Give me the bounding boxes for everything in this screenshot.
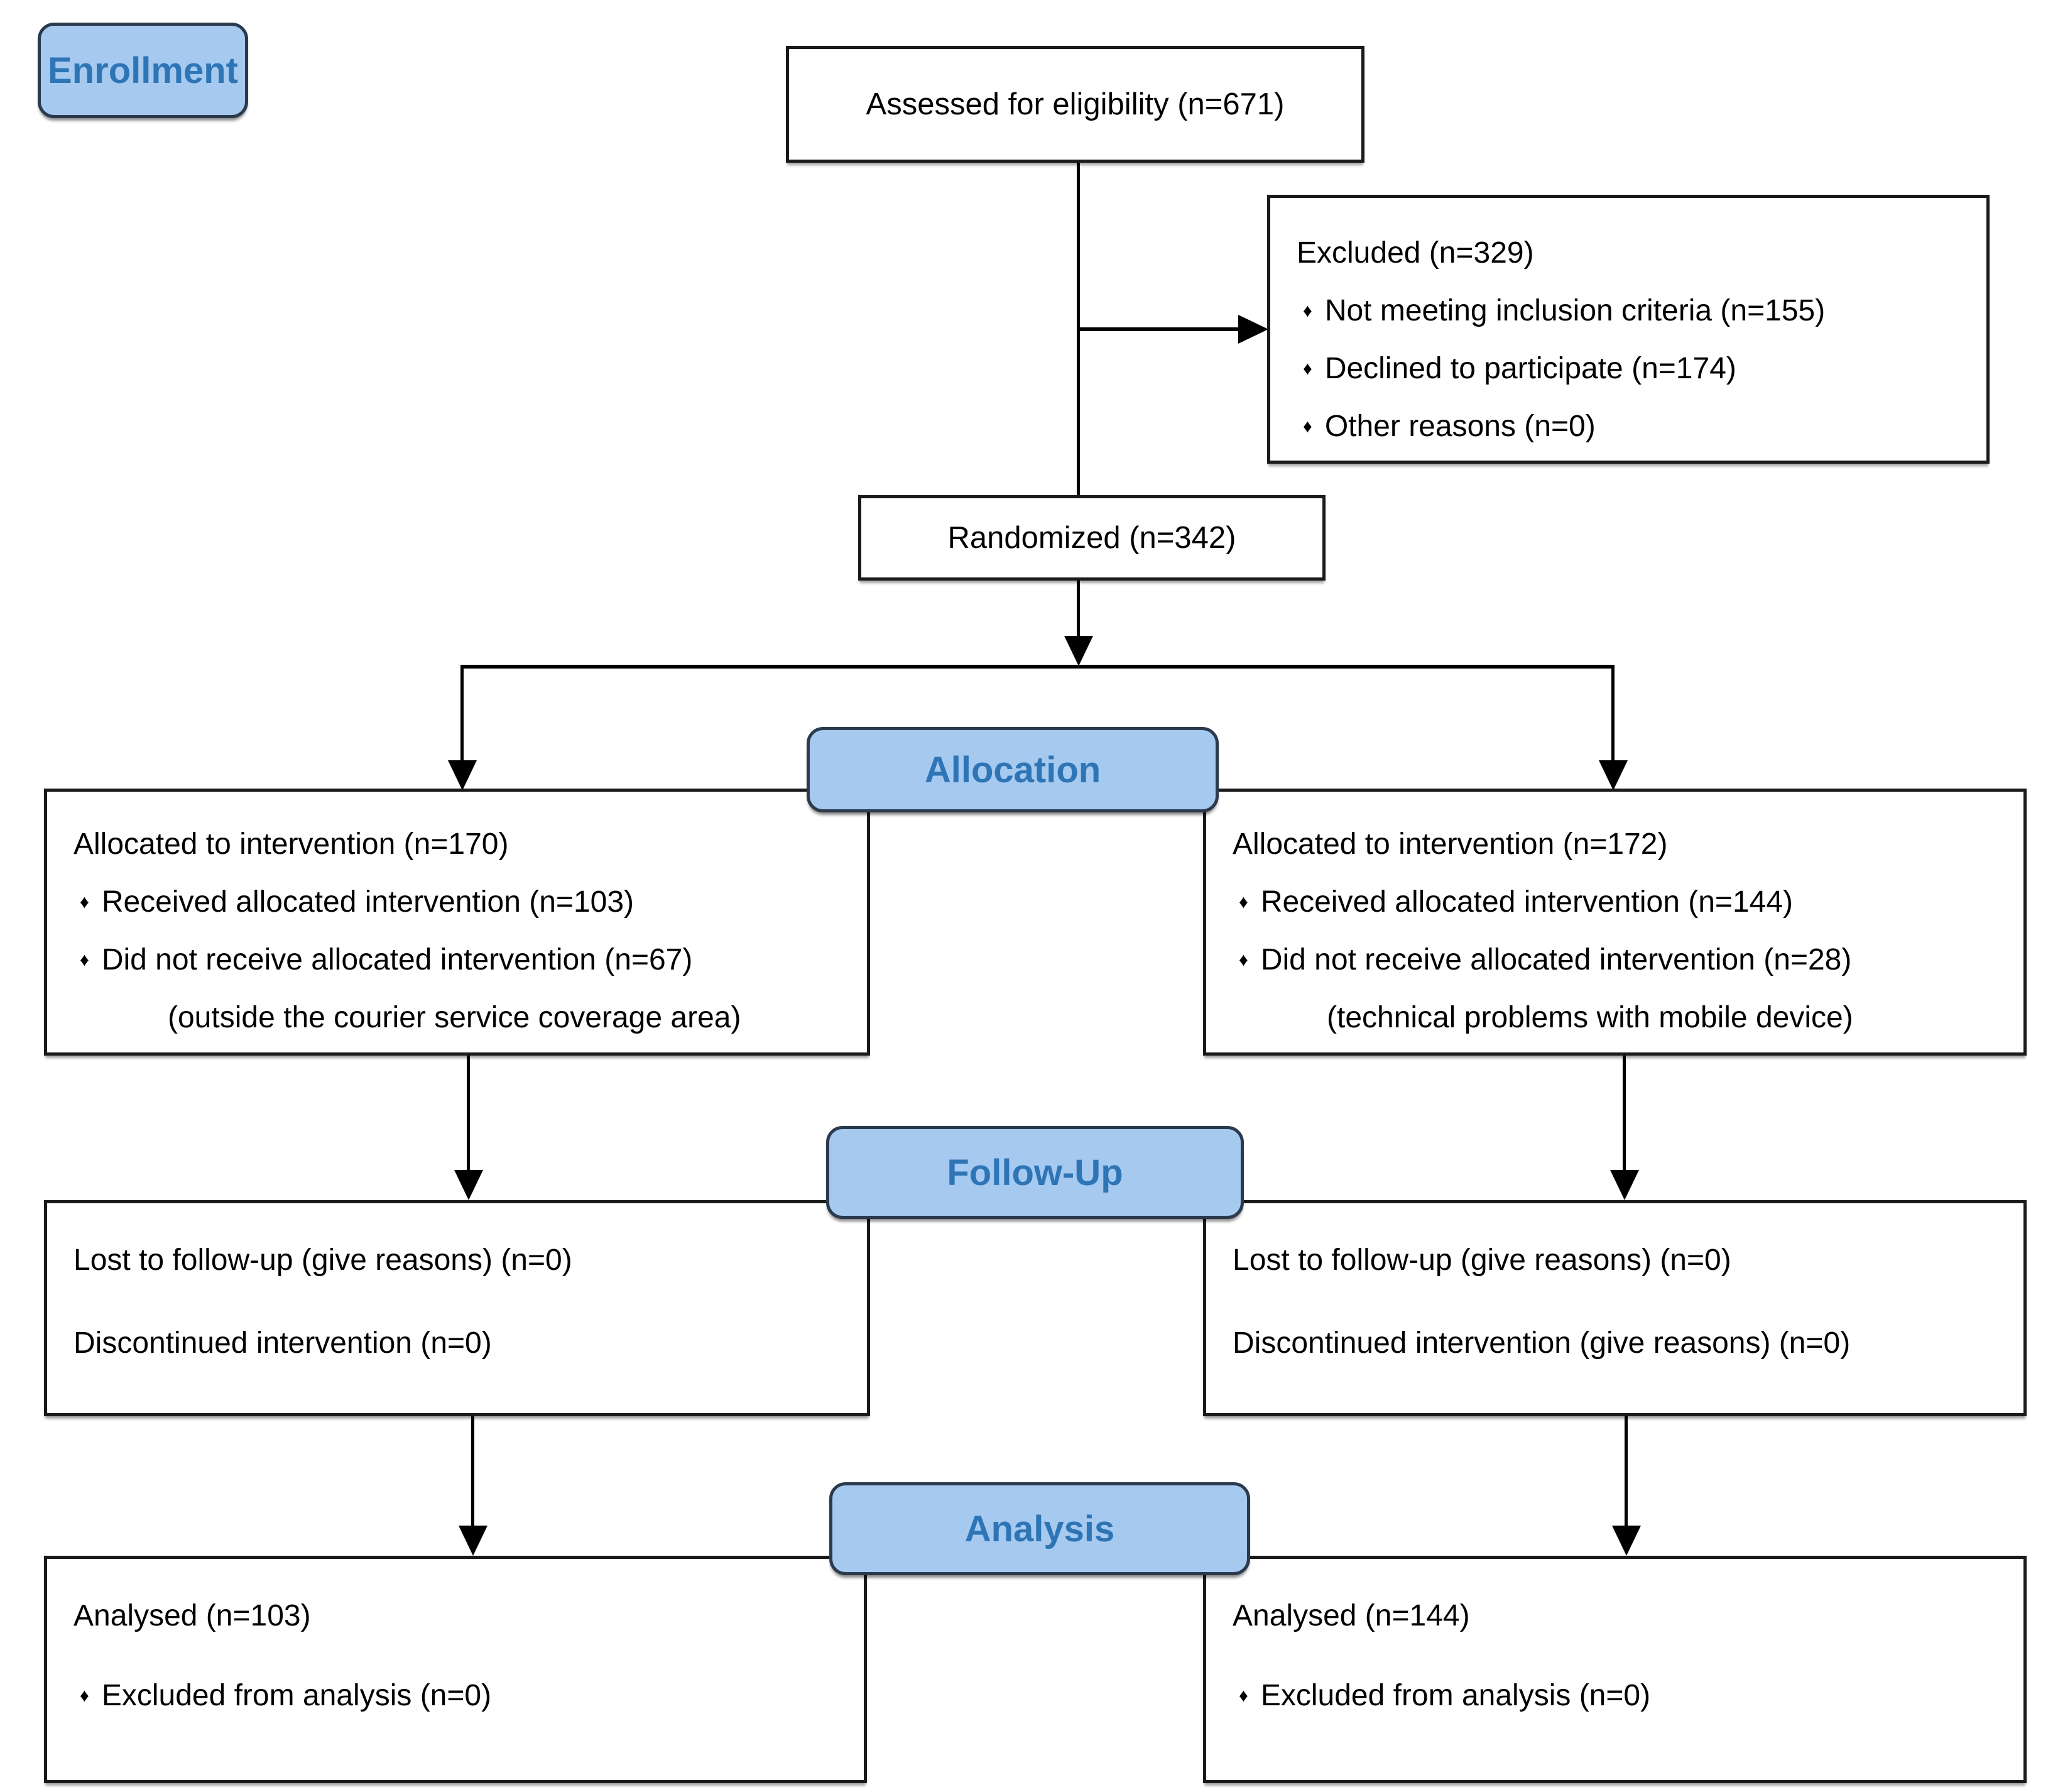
stage-badge-followup-label: Follow-Up [947, 1152, 1123, 1193]
arrowhead-excluded-icon [1238, 315, 1268, 344]
allocation-right-note: (technical problems with mobile device) [1327, 1001, 1853, 1034]
excluded-bullet-1: ♦ Not meeting inclusion criteria (n=155) [1297, 282, 1968, 340]
diamond-bullet-icon: ♦ [80, 892, 89, 912]
connector-split-horizontal [462, 665, 1615, 669]
analysis-right-bullet-1-text: Excluded from analysis (n=0) [1260, 1679, 1651, 1712]
randomized-box: Randomized (n=342) [858, 495, 1326, 581]
diamond-bullet-icon: ♦ [80, 1686, 89, 1706]
analysis-right-box: Analysed (n=144) ♦ Excluded from analysi… [1203, 1556, 2027, 1783]
excluded-bullet-1-text: Not meeting inclusion criteria (n=155) [1324, 294, 1826, 327]
allocation-left-bullet-1: ♦ Received allocated intervention (n=103… [74, 873, 848, 931]
allocation-left-bullet-2: ♦ Did not receive allocated intervention… [74, 931, 848, 989]
analysis-right-bullet-1: ♦ Excluded from analysis (n=0) [1233, 1667, 2005, 1725]
allocation-left-note: (outside the courier service coverage ar… [168, 1001, 741, 1034]
connector-split-allocation-left [460, 665, 464, 762]
diamond-bullet-icon: ♦ [1239, 950, 1248, 970]
followup-left-box: Lost to follow-up (give reasons) (n=0) D… [44, 1200, 870, 1416]
stage-badge-allocation-label: Allocation [924, 749, 1101, 790]
connector-randomized-split [1077, 581, 1080, 637]
allocation-right-bullet-2-text: Did not receive allocated intervention (… [1260, 943, 1852, 976]
followup-right-line-2: Discontinued intervention (give reasons)… [1233, 1326, 1851, 1360]
arrowhead-analysis-right-icon [1612, 1526, 1641, 1556]
diamond-bullet-icon: ♦ [1303, 301, 1312, 321]
stage-badge-enrollment-label: Enrollment [48, 50, 238, 91]
analysis-left-title: Analysed (n=103) [74, 1599, 311, 1632]
connector-followup-analysis-right [1625, 1416, 1628, 1528]
diamond-bullet-icon: ♦ [1239, 1686, 1248, 1706]
diamond-bullet-icon: ♦ [1303, 417, 1312, 437]
allocation-left-bullet-1-text: Received allocated intervention (n=103) [101, 885, 634, 919]
analysis-left-box: Analysed (n=103) ♦ Excluded from analysi… [44, 1556, 867, 1783]
arrowhead-allocation-right-icon [1599, 760, 1628, 790]
assessed-text: Assessed for eligibility (n=671) [866, 87, 1285, 121]
followup-left-line-2: Discontinued intervention (n=0) [74, 1326, 492, 1360]
stage-badge-followup: Follow-Up [826, 1126, 1244, 1219]
followup-left-line-1: Lost to follow-up (give reasons) (n=0) [74, 1243, 572, 1277]
excluded-bullet-2-text: Declined to participate (n=174) [1324, 352, 1736, 385]
excluded-title: Excluded (n=329) [1297, 236, 1534, 270]
connector-allocation-followup-left [467, 1056, 470, 1172]
arrowhead-followup-left-icon [454, 1170, 483, 1200]
diamond-bullet-icon: ♦ [80, 950, 89, 970]
arrowhead-split-icon [1064, 636, 1093, 666]
diamond-bullet-icon: ♦ [1239, 892, 1248, 912]
allocation-right-title: Allocated to intervention (n=172) [1233, 828, 1668, 861]
connector-allocation-followup-right [1623, 1056, 1626, 1172]
stage-badge-allocation: Allocation [807, 727, 1219, 812]
allocation-left-bullet-2-text: Did not receive allocated intervention (… [101, 943, 693, 976]
diamond-bullet-icon: ♦ [1303, 359, 1312, 379]
allocation-left-title: Allocated to intervention (n=170) [74, 828, 509, 861]
allocation-left-box: Allocated to intervention (n=170) ♦ Rece… [44, 789, 870, 1056]
connector-split-allocation-right [1611, 665, 1615, 762]
allocation-right-box: Allocated to intervention (n=172) ♦ Rece… [1203, 789, 2027, 1056]
analysis-left-bullet-1-text: Excluded from analysis (n=0) [101, 1679, 492, 1712]
randomized-text: Randomized (n=342) [947, 521, 1236, 555]
stage-badge-analysis-label: Analysis [964, 1508, 1115, 1549]
analysis-right-title: Analysed (n=144) [1233, 1599, 1470, 1632]
arrowhead-analysis-left-icon [459, 1526, 487, 1556]
followup-right-box: Lost to follow-up (give reasons) (n=0) D… [1203, 1200, 2027, 1416]
allocation-right-bullet-1-text: Received allocated intervention (n=144) [1260, 885, 1794, 919]
arrowhead-followup-right-icon [1610, 1170, 1639, 1200]
analysis-left-bullet-1: ♦ Excluded from analysis (n=0) [74, 1667, 845, 1725]
arrowhead-allocation-left-icon [448, 760, 477, 790]
stage-badge-analysis: Analysis [829, 1482, 1250, 1575]
followup-right-line-1: Lost to follow-up (give reasons) (n=0) [1233, 1243, 1731, 1277]
stage-badge-enrollment: Enrollment [38, 23, 248, 118]
excluded-bullet-2: ♦ Declined to participate (n=174) [1297, 340, 1968, 398]
excluded-box: Excluded (n=329) ♦ Not meeting inclusion… [1267, 195, 1990, 464]
excluded-bullet-3-text: Other reasons (n=0) [1324, 410, 1596, 443]
assessed-box: Assessed for eligibility (n=671) [786, 46, 1364, 163]
connector-followup-analysis-left [471, 1416, 474, 1528]
connector-to-excluded [1078, 327, 1240, 331]
allocation-right-bullet-2: ♦ Did not receive allocated intervention… [1233, 931, 2005, 989]
allocation-right-bullet-1: ♦ Received allocated intervention (n=144… [1233, 873, 2005, 931]
excluded-bullet-3: ♦ Other reasons (n=0) [1297, 398, 1968, 456]
